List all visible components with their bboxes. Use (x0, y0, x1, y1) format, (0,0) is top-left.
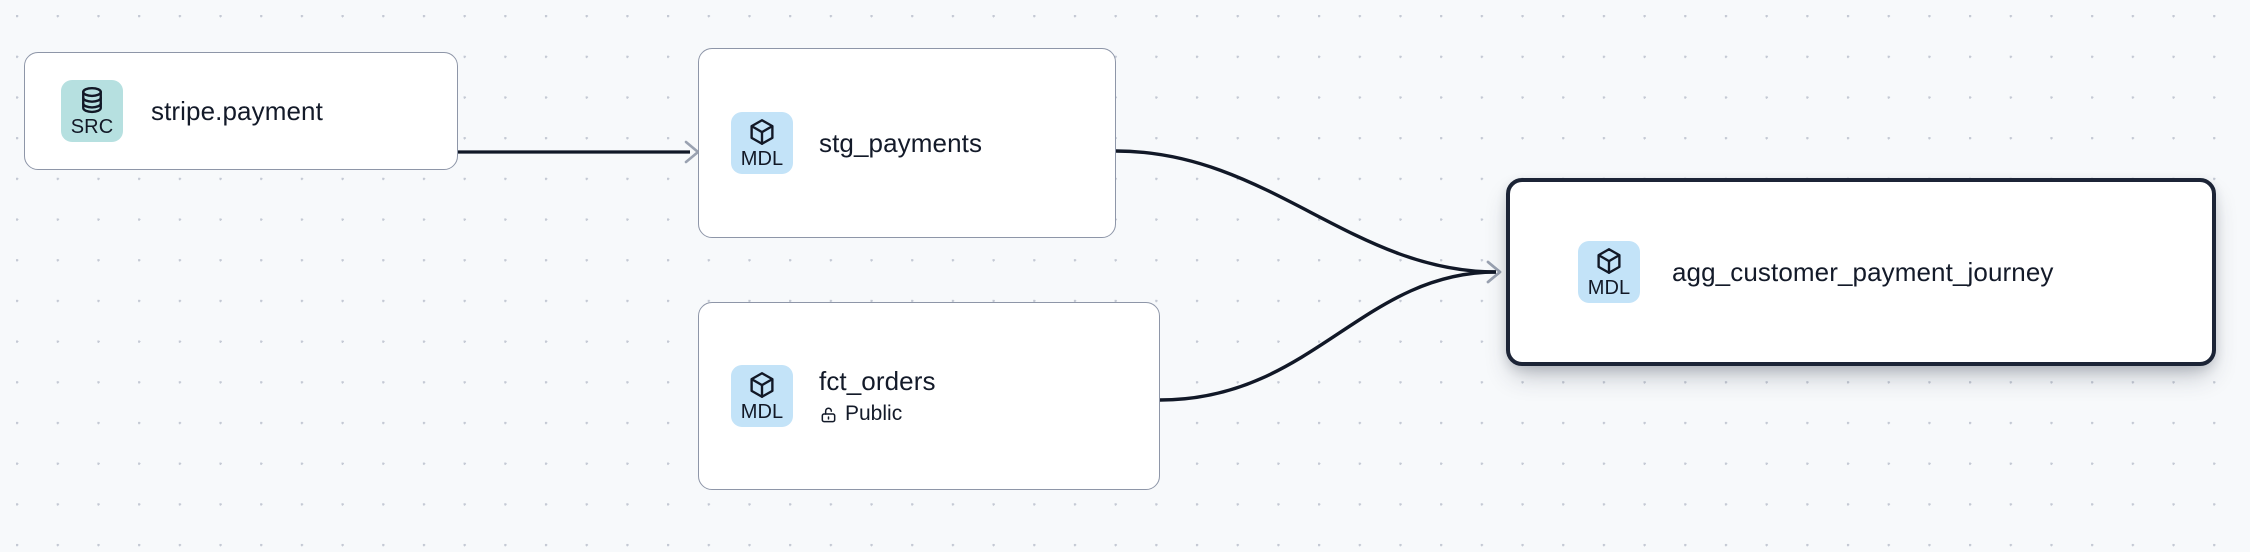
node-type-badge-mdl: MDL (731, 365, 793, 427)
unlock-icon (821, 407, 836, 422)
node-text-block: stripe.payment (151, 96, 323, 127)
node-type-badge-mdl: MDL (1578, 241, 1640, 303)
node-title: fct_orders (819, 366, 936, 396)
edge-fct-to-agg[interactable] (1159, 260, 1502, 402)
node-fct-orders[interactable]: MDL fct_orders Public (698, 302, 1160, 490)
node-stripe-payment[interactable]: SRC stripe.payment (24, 52, 458, 170)
node-title: stripe.payment (151, 95, 323, 126)
node-title: agg_customer_payment_journey (1672, 256, 2054, 287)
cube-icon (750, 119, 774, 145)
node-text-block: stg_payments (819, 128, 982, 159)
node-agg-customer-payment-journey[interactable]: MDL agg_customer_payment_journey (1506, 178, 2216, 366)
node-visibility: Public (819, 402, 936, 426)
node-stg-payments[interactable]: MDL stg_payments (698, 48, 1116, 238)
badge-label: MDL (740, 148, 784, 170)
badge-label: SRC (70, 116, 114, 138)
cube-icon (1597, 248, 1621, 274)
arrow-head-icon (1486, 260, 1502, 284)
node-text-block: agg_customer_payment_journey (1672, 257, 2053, 288)
edge-stg-to-agg[interactable] (1115, 149, 1502, 284)
database-icon (82, 86, 102, 114)
node-visibility-label: Public (845, 402, 903, 425)
node-title: stg_payments (819, 127, 983, 158)
arrow-head-icon (1486, 260, 1502, 284)
node-type-badge-mdl: MDL (731, 112, 793, 174)
cube-icon (750, 372, 774, 398)
edge-stripe-to-stg[interactable] (458, 140, 700, 164)
node-text-block: fct_orders Public (819, 366, 936, 426)
arrow-head-icon (684, 140, 700, 164)
badge-label: MDL (1587, 277, 1631, 299)
node-type-badge-src: SRC (61, 80, 123, 142)
badge-label: MDL (740, 401, 784, 423)
